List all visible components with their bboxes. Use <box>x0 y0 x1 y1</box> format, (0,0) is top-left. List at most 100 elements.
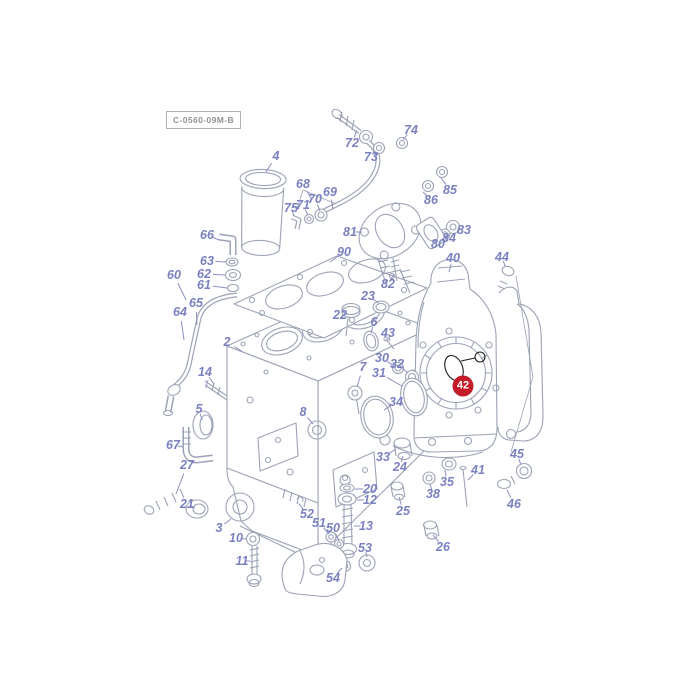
part-label-72[interactable]: 72 <box>345 136 359 150</box>
part-label-51[interactable]: 51 <box>312 516 326 530</box>
part-label-43[interactable]: 43 <box>381 326 395 340</box>
part-label-41[interactable]: 41 <box>471 463 485 477</box>
leader-line-61 <box>212 285 228 289</box>
part-label-71[interactable]: 71 <box>296 198 310 212</box>
leader-line-84 <box>445 235 448 238</box>
part-label-50[interactable]: 50 <box>326 521 340 535</box>
part-label-24[interactable]: 24 <box>393 460 407 474</box>
part-label-81[interactable]: 81 <box>343 225 357 239</box>
part-label-10[interactable]: 10 <box>229 531 243 545</box>
leader-line-7 <box>356 375 361 388</box>
leader-line-70 <box>316 204 321 212</box>
part-label-75[interactable]: 75 <box>284 201 298 215</box>
seal-rings <box>341 300 428 439</box>
leader-line-50 <box>335 533 340 542</box>
part-label-2[interactable]: 2 <box>223 335 231 349</box>
part-label-46[interactable]: 46 <box>507 497 521 511</box>
leader-line-52 <box>298 503 304 510</box>
part-label-26[interactable]: 26 <box>436 540 450 554</box>
leader-line-62 <box>212 273 226 276</box>
leader-line-35 <box>444 469 447 477</box>
part-label-82[interactable]: 82 <box>381 277 395 291</box>
leader-line-44 <box>502 260 506 267</box>
head-gasket <box>233 255 428 339</box>
part-label-6[interactable]: 6 <box>370 315 378 329</box>
part-label-38[interactable]: 38 <box>426 487 440 501</box>
part-label-83[interactable]: 83 <box>457 223 471 237</box>
leader-line-6 <box>370 326 374 334</box>
part-label-67[interactable]: 67 <box>166 438 180 452</box>
part-label-54[interactable]: 54 <box>326 571 340 585</box>
leader-line-73 <box>373 151 379 156</box>
part-label-23[interactable]: 23 <box>361 289 375 303</box>
part-label-25[interactable]: 25 <box>396 504 410 518</box>
part-label-35[interactable]: 35 <box>440 475 454 489</box>
bottom-right-fasteners <box>390 437 533 540</box>
part-label-20[interactable]: 20 <box>363 482 377 496</box>
leader-line-80 <box>432 239 437 243</box>
part-label-7[interactable]: 7 <box>359 360 367 374</box>
part-label-13[interactable]: 13 <box>359 519 373 533</box>
part-label-90[interactable]: 90 <box>337 245 351 259</box>
part-label-64[interactable]: 64 <box>173 305 187 319</box>
leader-line-65 <box>195 311 198 326</box>
leader-line-32 <box>401 367 409 374</box>
part-label-34[interactable]: 34 <box>389 395 403 409</box>
part-label-84[interactable]: 84 <box>442 231 456 245</box>
part-label-61[interactable]: 61 <box>197 278 211 292</box>
part-label-44[interactable]: 44 <box>495 250 509 264</box>
part-label-80[interactable]: 80 <box>431 237 445 251</box>
leader-line-64 <box>180 320 185 341</box>
part-label-62[interactable]: 62 <box>197 267 211 281</box>
bottom-centre-parts <box>279 483 376 597</box>
part-label-32[interactable]: 32 <box>390 357 404 371</box>
part-label-8[interactable]: 8 <box>299 405 307 419</box>
leader-line-33 <box>388 448 397 454</box>
leader-line-69 <box>330 199 334 210</box>
part-label-53[interactable]: 53 <box>358 541 372 555</box>
leader-line-67 <box>177 445 184 448</box>
part-label-70[interactable]: 70 <box>308 192 322 206</box>
part-label-85[interactable]: 85 <box>443 183 457 197</box>
part-label-22[interactable]: 22 <box>333 308 347 322</box>
part-label-86[interactable]: 86 <box>424 193 438 207</box>
part-label-68[interactable]: 68 <box>296 177 310 191</box>
part-label-5[interactable]: 5 <box>195 402 203 416</box>
part-label-31[interactable]: 31 <box>372 366 386 380</box>
part-label-60[interactable]: 60 <box>167 268 181 282</box>
part-label-73[interactable]: 73 <box>364 150 378 164</box>
part-label-14[interactable]: 14 <box>198 365 212 379</box>
leader-line-63 <box>215 260 227 263</box>
leader-line-30 <box>387 361 395 367</box>
part-label-3[interactable]: 3 <box>215 521 223 535</box>
flange-and-hardware <box>358 165 515 294</box>
part-label-21[interactable]: 21 <box>180 497 194 511</box>
part-label-30[interactable]: 30 <box>375 351 389 365</box>
part-label-52[interactable]: 52 <box>300 507 314 521</box>
part-label-69[interactable]: 69 <box>323 185 337 199</box>
part-label-40[interactable]: 40 <box>446 251 460 265</box>
part-label-45[interactable]: 45 <box>510 447 524 461</box>
part-label-4[interactable]: 4 <box>272 149 280 163</box>
leader-line-66 <box>212 236 220 241</box>
part-label-27[interactable]: 27 <box>180 458 194 472</box>
left-fittings <box>143 233 262 588</box>
part-label-11[interactable]: 11 <box>235 554 249 568</box>
part-label-65[interactable]: 65 <box>189 296 203 310</box>
part-label-33[interactable]: 33 <box>376 450 390 464</box>
part-label-12[interactable]: 12 <box>363 493 377 507</box>
leader-line-60 <box>177 282 187 301</box>
leader-line-14 <box>208 377 215 385</box>
leader-line-23 <box>372 298 380 304</box>
leader-line-45 <box>518 458 522 466</box>
leader-line-3 <box>224 518 232 525</box>
leader-line-46 <box>506 489 512 498</box>
part-label-63[interactable]: 63 <box>200 254 214 268</box>
leader-line-71 <box>304 209 309 216</box>
leader-line-21 <box>190 505 196 509</box>
highlighted-part-badge-42[interactable]: 42 <box>452 375 474 397</box>
part-label-66[interactable]: 66 <box>200 228 214 242</box>
part-label-74[interactable]: 74 <box>404 123 418 137</box>
